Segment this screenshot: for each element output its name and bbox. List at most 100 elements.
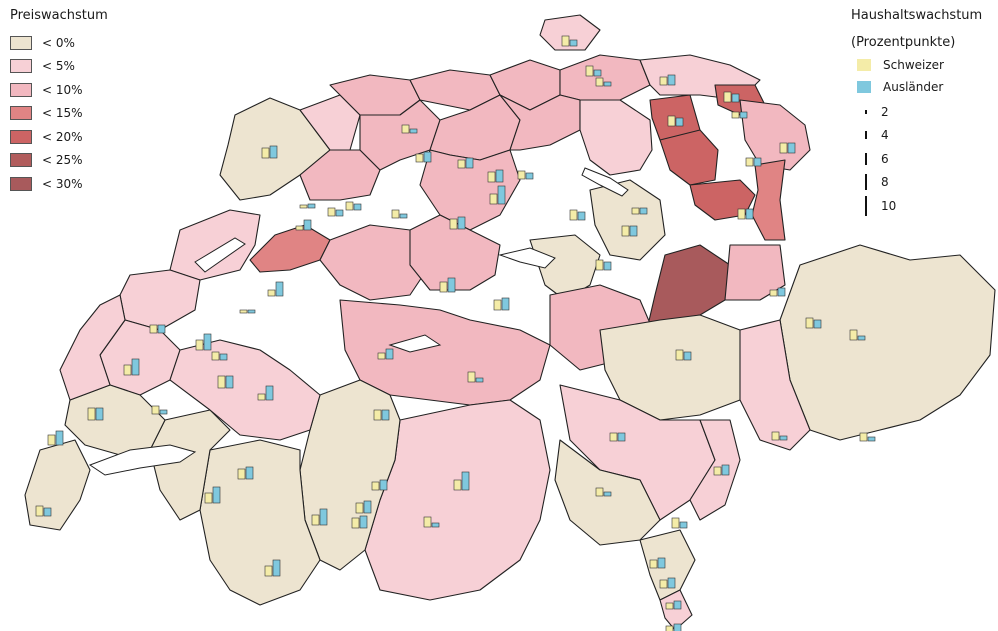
price-class-label: < 0% — [42, 35, 75, 50]
foreign-household-bar — [245, 466, 254, 480]
series-swatch — [857, 81, 871, 93]
swiss-household-bar — [423, 516, 432, 528]
bar-scale-row: 10 — [851, 194, 982, 218]
swiss-household-bar — [204, 492, 213, 504]
region-vaud-south — [169, 339, 321, 441]
price-class-label: < 25% — [42, 153, 83, 168]
price-class-row: < 15% — [10, 102, 108, 126]
series-swatch — [857, 59, 871, 71]
household-growth-unit: (Prozentpunkte) — [851, 35, 956, 50]
foreign-household-bar — [779, 435, 788, 441]
foreign-household-bar — [269, 145, 278, 159]
region-engadin — [779, 244, 996, 441]
swiss-household-bar — [671, 517, 680, 529]
foreign-household-bar — [617, 432, 626, 442]
swiss-household-bar — [87, 407, 96, 421]
price-class-row: < 20% — [10, 125, 108, 149]
foreign-household-bar — [731, 93, 740, 103]
foreign-household-bar — [603, 81, 612, 87]
foreign-household-bar — [673, 623, 682, 631]
region-neuchatel — [119, 269, 201, 331]
price-class-row: < 30% — [10, 172, 108, 196]
price-class-label: < 30% — [42, 176, 83, 191]
foreign-household-bar — [55, 430, 64, 446]
foreign-household-bar — [465, 157, 474, 169]
price-class-label: < 15% — [42, 106, 83, 121]
region-zurich — [579, 99, 653, 176]
foreign-household-bar — [157, 324, 166, 334]
swiss-household-bar — [849, 329, 858, 341]
swiss-household-bar — [675, 349, 684, 361]
foreign-household-bar — [131, 358, 140, 376]
foreign-household-bar — [569, 39, 578, 47]
swiss-household-bar — [649, 559, 658, 569]
swiss-household-bar — [517, 170, 526, 180]
price-class-label: < 5% — [42, 59, 75, 74]
price-class-swatch — [10, 106, 32, 121]
bar-scale-mark — [865, 195, 867, 216]
region-mendrisio — [659, 589, 693, 631]
foreign-household-bar — [577, 211, 586, 221]
price-class-swatch — [10, 59, 32, 74]
foreign-household-bar — [787, 142, 796, 154]
bar-scale-row: 4 — [851, 124, 982, 148]
region-rheintal — [751, 159, 786, 241]
swiss-household-bar — [267, 289, 276, 297]
foreign-household-bar — [857, 335, 866, 341]
swiss-household-bar — [351, 517, 360, 529]
price-class-label: < 10% — [42, 82, 83, 97]
swiss-household-bar — [391, 209, 400, 219]
swiss-household-bar — [211, 351, 220, 361]
foreign-household-bar — [495, 169, 504, 183]
price-growth-title: Preiswachstum — [10, 8, 108, 23]
swiss-household-bar — [373, 409, 382, 421]
foreign-household-bar — [43, 507, 52, 517]
swiss-household-bar — [621, 225, 630, 237]
swiss-household-bar — [665, 602, 674, 610]
bar-scale-mark — [865, 131, 867, 140]
swiss-household-bar — [487, 171, 496, 183]
swiss-household-bar — [264, 565, 273, 577]
swiss-household-bar — [493, 299, 502, 311]
swiss-household-bar — [745, 157, 754, 167]
foreign-household-bar — [461, 471, 470, 491]
price-class-swatch — [10, 176, 32, 191]
region-north-3 — [559, 54, 651, 101]
series-label: Ausländer — [883, 80, 944, 94]
region-graubuenden-south — [739, 319, 811, 451]
swiss-household-bar — [665, 625, 674, 631]
region-glarus — [647, 244, 731, 326]
swiss-household-bar — [769, 289, 778, 297]
swiss-household-bar — [569, 209, 578, 221]
foreign-household-bar — [667, 577, 676, 589]
series-label: Schweizer — [883, 58, 944, 72]
region-layer — [24, 14, 996, 631]
foreign-household-bar — [307, 203, 316, 209]
swiss-household-bar — [585, 65, 594, 77]
price-class-row: < 10% — [10, 78, 108, 102]
bar-scale-mark — [865, 174, 867, 191]
lake-lucerne — [498, 247, 556, 269]
foreign-household-bar — [385, 348, 394, 360]
swiss-household-bar — [261, 147, 270, 159]
foreign-household-bar — [739, 111, 748, 119]
foreign-household-bar — [603, 491, 612, 497]
swiss-household-bar — [723, 91, 732, 103]
foreign-household-bar — [431, 522, 440, 528]
swiss-household-bar — [401, 124, 410, 134]
swiss-household-bar — [659, 579, 668, 589]
foreign-household-bar — [679, 521, 688, 529]
foreign-household-bar — [359, 515, 368, 529]
swiss-household-bar — [771, 431, 780, 441]
foreign-household-bar — [497, 185, 506, 205]
foreign-household-bar — [675, 117, 684, 127]
swiss-household-bar — [377, 352, 386, 360]
foreign-household-bar — [667, 74, 676, 86]
region-fribourg — [169, 209, 261, 281]
series-row: Ausländer — [851, 76, 982, 98]
price-class-row: < 0% — [10, 31, 108, 55]
foreign-household-bar — [593, 69, 602, 77]
swiss-household-bar — [345, 201, 354, 211]
foreign-household-bar — [159, 409, 168, 415]
region-wallis-west — [199, 439, 321, 606]
